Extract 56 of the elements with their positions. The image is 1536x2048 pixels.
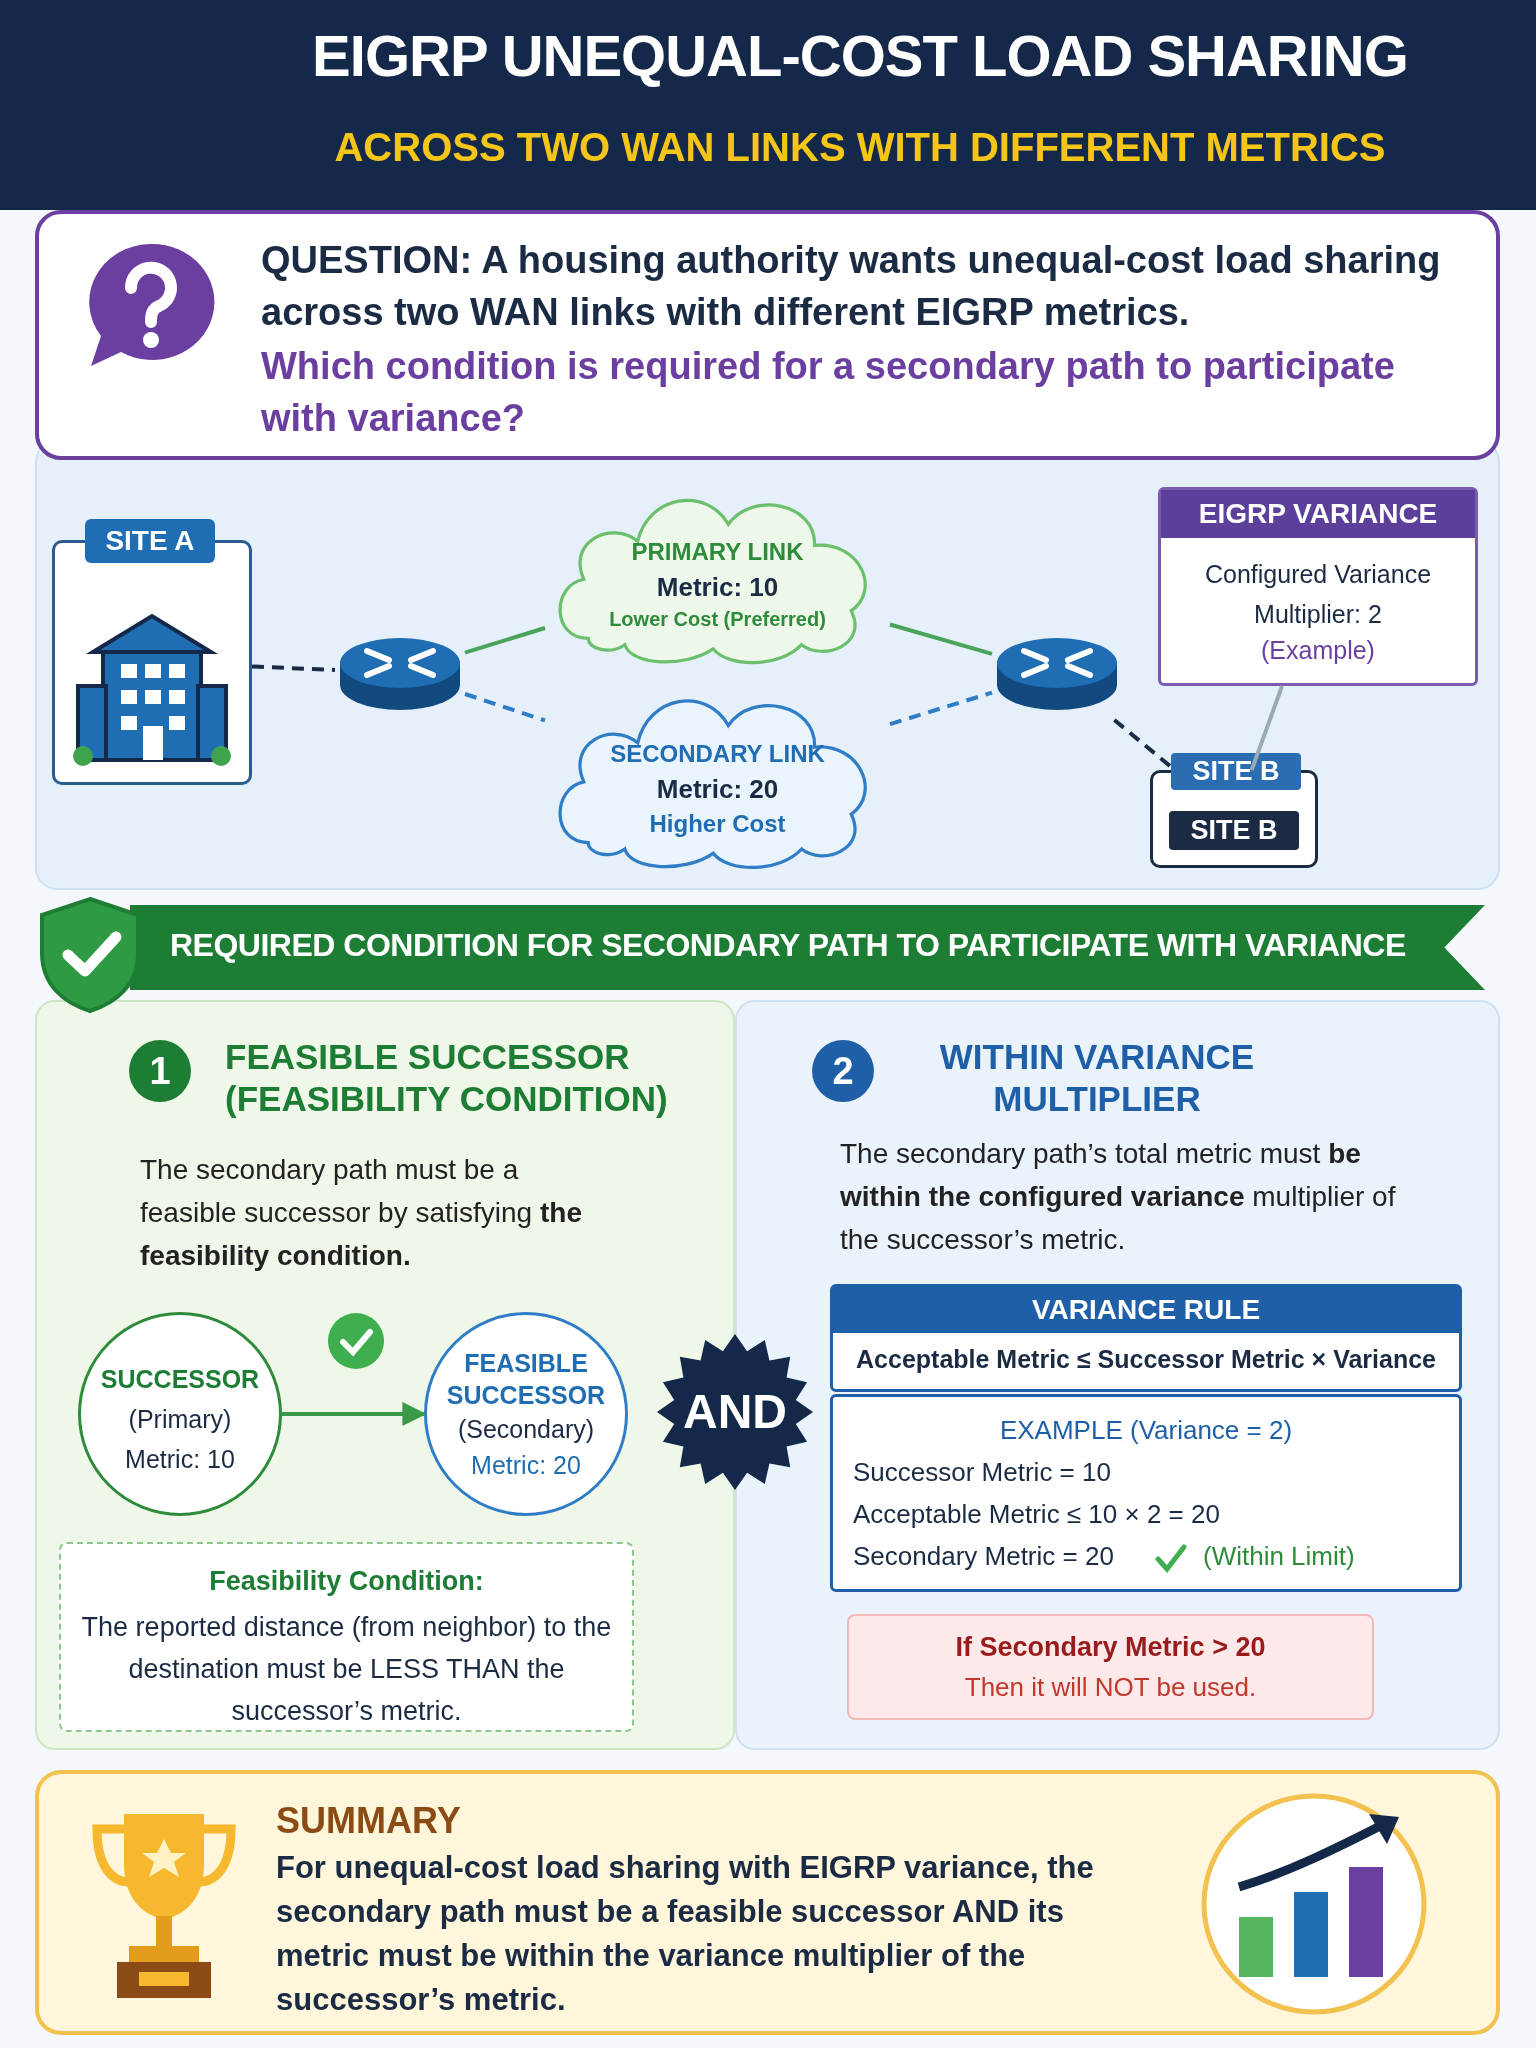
step-heading: WITHIN VARIANCE MULTIPLIER bbox=[938, 1036, 1256, 1120]
metric-text: Metric: 20 bbox=[655, 774, 780, 805]
arrow bbox=[282, 1402, 427, 1426]
info-box bbox=[1158, 487, 1478, 686]
box-heading: Feasibility Condition: bbox=[208, 1566, 485, 1597]
site-tag: SITE A bbox=[85, 519, 215, 563]
box-heading: VARIANCE RULE bbox=[833, 1287, 1459, 1333]
circle-text: (Secondary) bbox=[456, 1415, 596, 1444]
connector-line bbox=[889, 690, 993, 727]
warning-heading: If Secondary Metric > 20 bbox=[954, 1632, 1267, 1663]
example-box bbox=[830, 1394, 1462, 1592]
connector-line bbox=[464, 626, 546, 655]
metric-text: Metric: 10 bbox=[655, 572, 780, 603]
subtitle: ACROSS TWO WAN LINKS WITH DIFFERENT METRICS bbox=[333, 125, 1387, 170]
step-number: 1 bbox=[129, 1040, 191, 1102]
example-line: Acceptable Metric ≤ 10 × 2 = 20 bbox=[853, 1499, 1221, 1530]
circle-title: SUCCESSOR bbox=[99, 1365, 261, 1394]
variance-text: Configured Variance Multiplier: 2 bbox=[1203, 559, 1433, 630]
question-text: QUESTION: A housing authority wants unequal-cost load sharing across two WAN links with different EIGRP metrics. bbox=[261, 238, 1441, 335]
summary-box bbox=[35, 1770, 1500, 2035]
link-name: SECONDARY LINK bbox=[609, 740, 826, 768]
example-line: Secondary Metric = 20 bbox=[853, 1541, 1115, 1572]
circle-text: Metric: 10 bbox=[124, 1445, 236, 1474]
rule-formula: Acceptable Metric ≤ Successor Metric × Variance bbox=[855, 1345, 1437, 1374]
summary-heading: SUMMARY bbox=[276, 1800, 462, 1842]
warning-text: Then it will NOT be used. bbox=[963, 1672, 1258, 1703]
step-heading: FEASIBLE SUCCESSOR (FEASIBILITY CONDITION) bbox=[225, 1036, 669, 1120]
link-note: Lower Cost (Preferred) bbox=[608, 608, 827, 631]
badge-text: AND bbox=[682, 1384, 788, 1439]
box-heading: EXAMPLE (Variance = 2) bbox=[998, 1415, 1294, 1446]
site-label: SITE B bbox=[1169, 811, 1299, 850]
connector-line bbox=[251, 664, 336, 672]
condition-box bbox=[59, 1542, 634, 1732]
connector-line bbox=[889, 622, 993, 656]
example-line: Successor Metric = 10 bbox=[853, 1457, 1112, 1488]
question-box bbox=[35, 210, 1500, 460]
circle-text: Metric: 20 bbox=[470, 1451, 582, 1480]
example-note: (Example) bbox=[1260, 636, 1376, 665]
question-text: Which condition is required for a secondary path to participate with variance? bbox=[261, 344, 1396, 441]
banner-text: REQUIRED CONDITION FOR SECONDARY PATH TO PARTICIPATE WITH VARIANCE bbox=[170, 927, 1407, 964]
circle-text: (Primary) bbox=[127, 1405, 233, 1434]
condition-text: The reported distance (from neighbor) to the destination must be LESS THAN the successor’s metric. bbox=[81, 1611, 612, 1728]
warning-box bbox=[847, 1614, 1374, 1720]
box-heading: EIGRP VARIANCE bbox=[1161, 490, 1475, 538]
step-number: 2 bbox=[812, 1040, 874, 1102]
link-name: PRIMARY LINK bbox=[630, 538, 805, 566]
circle-title: FEASIBLE SUCCESSOR bbox=[445, 1348, 607, 1411]
connector-line bbox=[464, 692, 546, 723]
connector-line bbox=[1249, 685, 1284, 771]
site-tag: SITE B bbox=[1171, 753, 1301, 790]
link-note: Higher Cost bbox=[648, 810, 787, 838]
step-description: The secondary path must be a feasible successor by satisfying the feasibility condition. bbox=[140, 1153, 583, 1273]
step-description: The secondary path’s total metric must be within the configured variance multiplier of the successor’s metric. bbox=[840, 1137, 1397, 1257]
example-note: (Within Limit) bbox=[1203, 1541, 1356, 1572]
title: EIGRP UNEQUAL-COST LOAD SHARING bbox=[311, 22, 1409, 89]
summary-text: For unequal-cost load sharing with EIGRP variance, the secondary path must be a feasible successor AND its metric must be within the variance multiplier of the successor’s metric. bbox=[276, 1849, 1095, 2019]
